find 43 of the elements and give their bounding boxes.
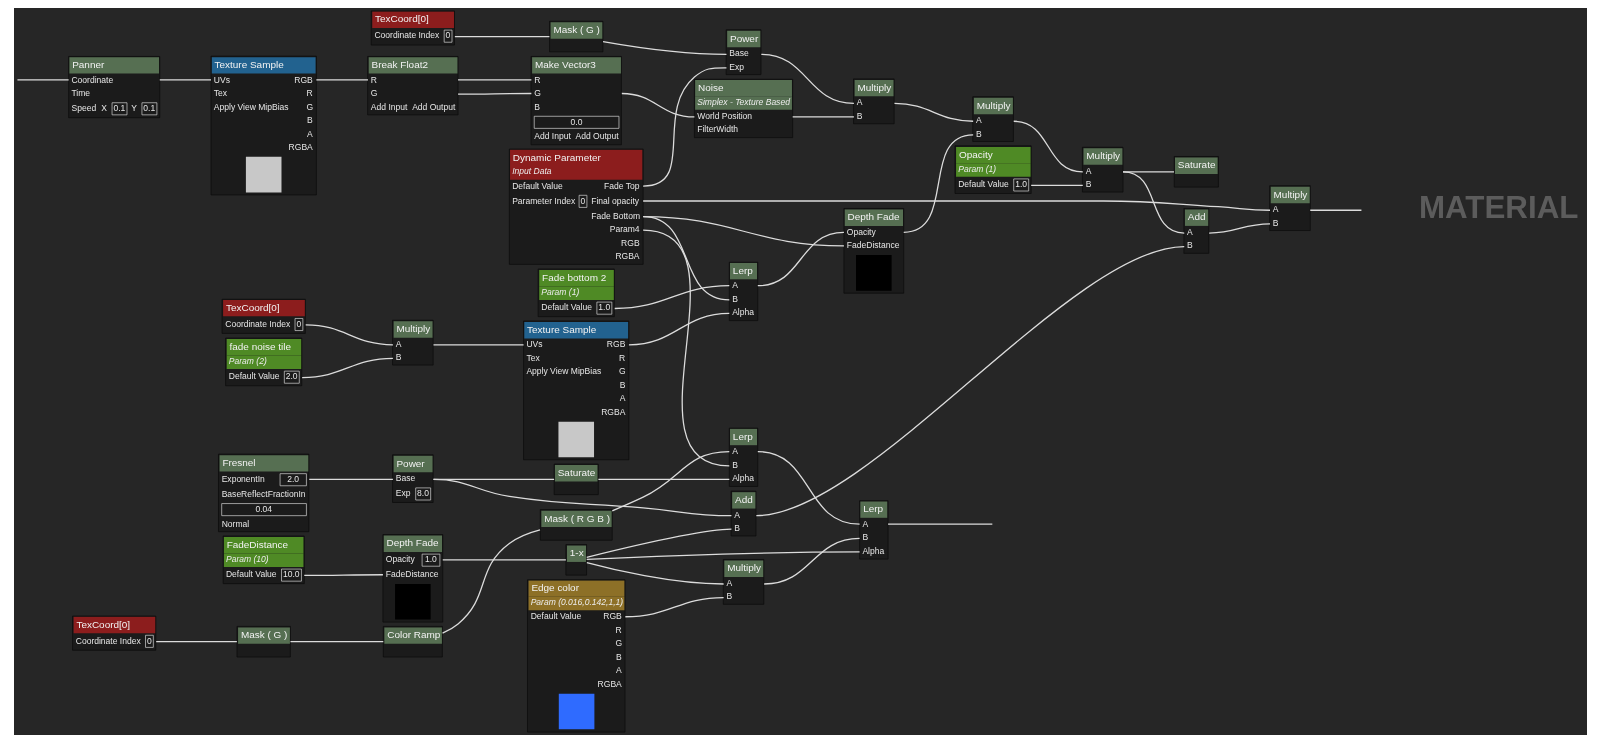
connector [432,478,732,517]
connector [1208,223,1271,234]
connector [441,529,541,634]
connector [642,216,730,301]
connector [902,134,974,233]
connector [756,450,860,525]
connector [441,559,566,561]
connector [1309,209,1362,211]
connector [432,344,524,346]
connector [301,357,394,379]
connector [315,79,369,81]
connector [1121,171,1185,234]
connector [304,324,394,346]
connector [642,200,1271,211]
connector [155,641,237,643]
connector [158,79,212,81]
connector [585,561,724,585]
connector [624,596,724,618]
connector [756,231,845,287]
connector [456,79,532,81]
connector [308,478,394,480]
connector [763,537,860,585]
connector [627,312,730,346]
connector [585,528,732,558]
connector [453,35,550,38]
connector [611,450,730,512]
connector [1012,120,1083,173]
connector [597,478,730,480]
connector [642,67,727,187]
connector [791,116,855,118]
connector [585,551,860,560]
connector [601,40,727,55]
connector [760,53,855,105]
connector [303,574,384,577]
connector [893,102,974,122]
connector [642,229,730,467]
connector [886,523,993,525]
connector [1030,184,1083,186]
connector [289,641,384,643]
connector [456,92,532,95]
connector [16,79,69,81]
connector [620,92,695,118]
connector [613,285,730,310]
